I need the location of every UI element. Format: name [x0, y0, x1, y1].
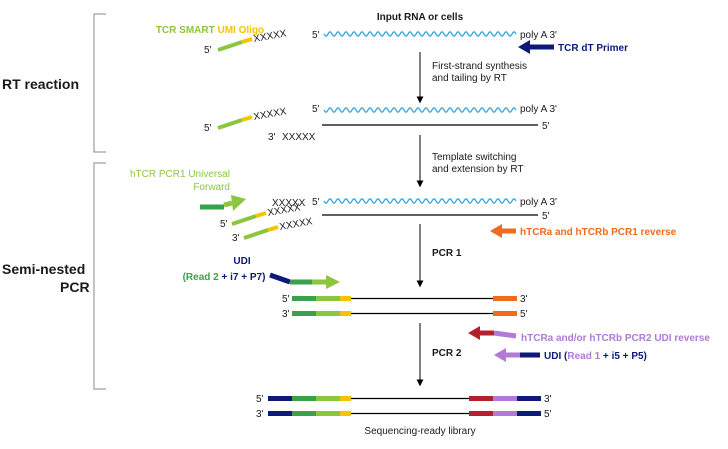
- pcr1-universal-forward-arrow: [200, 195, 246, 211]
- pcr1-product-bottom: 3' 5': [282, 309, 528, 320]
- rna-strand-2: [323, 107, 517, 113]
- library-product-bottom: 3' 5': [256, 409, 552, 420]
- svg-text:5': 5': [520, 309, 528, 320]
- svg-text:3': 3': [282, 309, 290, 320]
- udi-forward-label: UDI: [233, 256, 250, 267]
- step1-line2: and tailing by RT: [432, 73, 507, 84]
- svg-text:5': 5': [282, 294, 290, 305]
- cdna-3prime-2: 3': [268, 132, 276, 143]
- pcr1-step-label: PCR 1: [432, 248, 462, 259]
- rt-reaction-label: RT reaction: [2, 76, 79, 92]
- input-label: Input RNA or cells: [377, 12, 464, 23]
- svg-text:5': 5': [220, 219, 228, 230]
- rna-5prime-1: 5': [312, 30, 320, 41]
- smart-umi-oligo-label: TCR SMART UMI Oligo: [156, 25, 264, 36]
- semi-nested-label: Semi-nested: [2, 261, 85, 277]
- rna-strand-3: [323, 198, 517, 204]
- tcr-dt-primer-label: TCR dT Primer: [558, 43, 628, 54]
- svg-text:5': 5': [256, 394, 264, 405]
- svg-text:5': 5': [204, 123, 212, 134]
- smart-oligo-1: XXXXX 5': [204, 28, 288, 56]
- svg-text:5': 5': [204, 45, 212, 56]
- polya-2: poly A 3': [520, 104, 557, 115]
- pcr2-step-label: PCR 2: [432, 348, 462, 359]
- library-label: Sequencing-ready library: [364, 426, 475, 437]
- svg-text:XXXXX: XXXXX: [279, 216, 314, 233]
- smart-oligo-2: XXXXX 5': [204, 106, 288, 134]
- pcr1-univ-line2: Forward: [193, 182, 230, 193]
- udi-reverse-label: UDI (Read 1 + i5 + P5): [544, 351, 647, 362]
- rna-xxxxx-3: XXXXX: [272, 198, 306, 209]
- svg-text:3': 3': [232, 233, 240, 244]
- pcr1-product-top: 5' 3': [282, 294, 528, 305]
- svg-text:3': 3': [520, 294, 528, 305]
- rna-strand-1: [323, 31, 517, 37]
- rna-5prime-2: 5': [312, 104, 320, 115]
- cdna-5prime-2: 5': [542, 121, 550, 132]
- step2-line1: Template switching: [432, 152, 516, 163]
- svg-text:5': 5': [544, 409, 552, 420]
- pcr2-reverse-arrow: [468, 326, 517, 340]
- step2-line2: and extension by RT: [432, 164, 524, 175]
- pcr-section-bracket: [93, 162, 106, 390]
- pcr2-reverse-label: hTCRa and/or hTCRb PCR2 UDI reverse: [521, 333, 710, 344]
- cdna-5prime-3: 5': [542, 211, 550, 222]
- rt-section-bracket: [93, 13, 106, 153]
- pcr1-reverse-arrow: [490, 224, 516, 238]
- polya-3: poly A 3': [520, 197, 557, 208]
- svg-text:XXXXX: XXXXX: [253, 106, 288, 123]
- polya-1: poly A 3': [520, 30, 557, 41]
- step1-line1: First-strand synthesis: [432, 61, 527, 72]
- svg-text:3': 3': [544, 394, 552, 405]
- udi-forward-components: (Read 2 + i7 + P7): [183, 272, 266, 283]
- library-product-top: 5' 3': [256, 394, 552, 405]
- svg-text:3': 3': [256, 409, 264, 420]
- pcr1-univ-line1: hTCR PCR1 Universal: [130, 169, 230, 180]
- rna-5prime-3: 5': [312, 197, 320, 208]
- pcr-label: PCR: [60, 279, 90, 295]
- tcr-dt-primer-arrow: [518, 40, 554, 54]
- udi-forward-arrow: [269, 272, 340, 289]
- udi-reverse-arrow: [494, 348, 540, 362]
- pcr1-reverse-label: hTCRa and hTCRb PCR1 reverse: [520, 227, 677, 238]
- cdna-xxxxx-2: XXXXX: [282, 132, 316, 143]
